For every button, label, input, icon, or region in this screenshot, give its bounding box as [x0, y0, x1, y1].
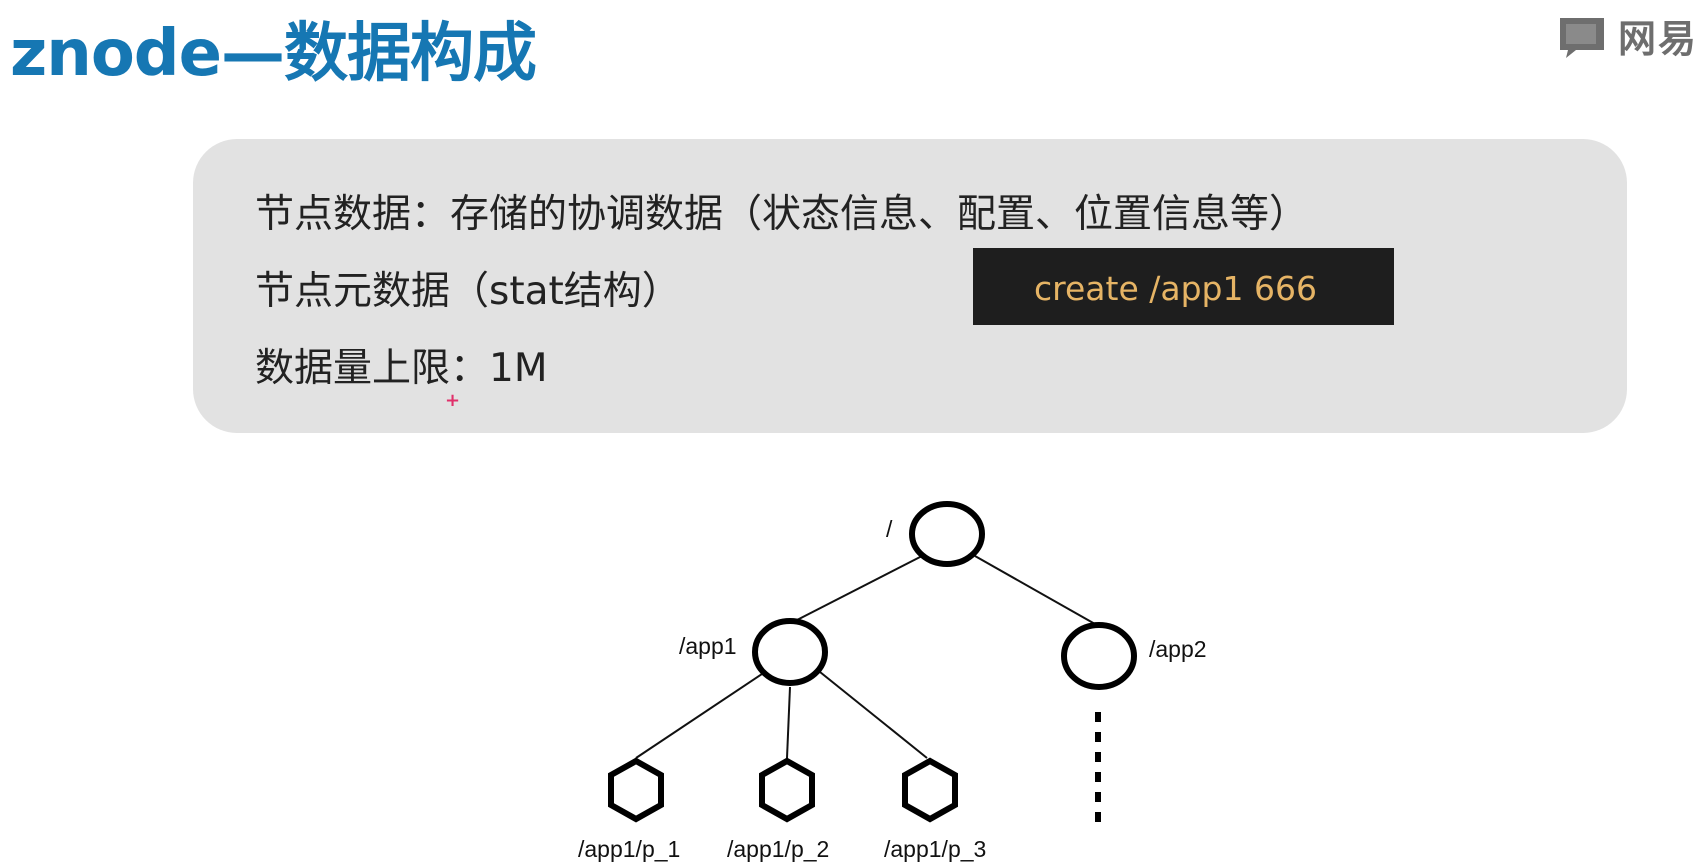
node-app1 [752, 618, 828, 686]
label-root: / [886, 516, 893, 542]
node-p2 [759, 757, 815, 823]
edge-app1-p2 [786, 686, 791, 759]
logo-text: 网易 [1617, 17, 1698, 61]
label-app2: /app2 [1149, 636, 1207, 662]
node-p3 [902, 757, 958, 823]
command-text: create /app1 666 [1034, 269, 1317, 308]
data-limit-line: 数据量上限：1M [255, 346, 548, 391]
node-metadata-line: 节点元数据（stat结构） [255, 269, 681, 314]
edge-app1-p3 [819, 671, 928, 759]
label-p3: /app1/p_3 [884, 836, 986, 862]
label-app1: /app1 [679, 633, 737, 659]
node-root [909, 501, 985, 567]
label-p2: /app1/p_2 [727, 836, 829, 862]
node-data-line: 节点数据：存储的协调数据（状态信息、配置、位置信息等） [255, 192, 1309, 237]
command-box: create /app1 666 [973, 248, 1394, 325]
label-p1: /app1/p_1 [578, 836, 680, 862]
node-p1 [608, 757, 664, 823]
mouse-cursor: + [445, 390, 461, 411]
edge-root-app2 [974, 555, 1096, 625]
node-app2 [1061, 622, 1137, 690]
netease-logo: 网易 [1556, 8, 1698, 63]
edge-root-app1 [796, 555, 923, 621]
slide-title: znode—数据构成 [10, 17, 537, 91]
edge-app1-p1 [635, 671, 766, 759]
info-panel: 节点数据：存储的协调数据（状态信息、配置、位置信息等） 节点元数据（stat结构… [193, 139, 1627, 433]
book-icon [1559, 17, 1604, 58]
